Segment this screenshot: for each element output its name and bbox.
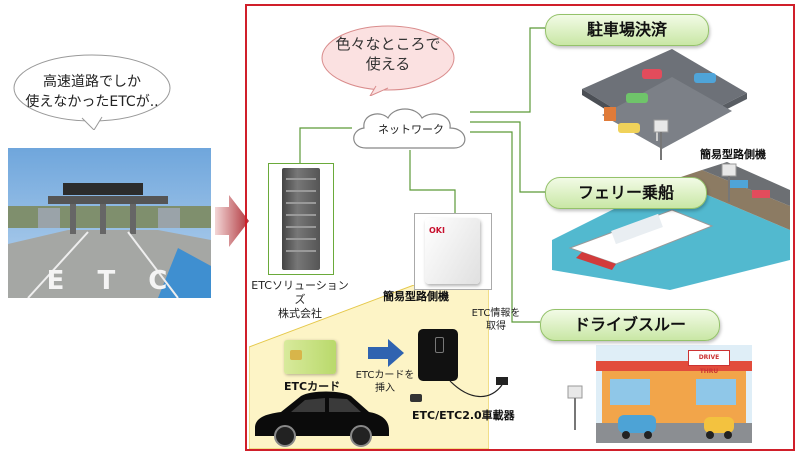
insert-arrow-icon xyxy=(368,339,404,367)
roadside-antenna-icon-parking xyxy=(653,119,669,160)
oki-logo: OKI xyxy=(429,226,445,235)
speech-bubble-text: 高速道路でしか 使えなかったETCが.. xyxy=(12,72,172,112)
etc-info-text: ETC情報を 取得 xyxy=(466,307,526,333)
card-chip-icon xyxy=(290,350,302,360)
server-icon xyxy=(282,168,320,270)
roadside-antenna-icon-drivethru xyxy=(567,385,583,430)
etc-info-line-1: ETC情報を xyxy=(471,308,521,319)
drive-thru-illustration xyxy=(596,345,752,443)
pink-cloud-line-1: 色々なところで xyxy=(335,35,441,53)
car-icon xyxy=(255,391,389,447)
company-line-1: ETCソリューションズ xyxy=(251,279,349,306)
ferry-port-illustration xyxy=(552,162,790,290)
etc-card-icon xyxy=(284,340,336,374)
speech-line-1: 高速道路でしか xyxy=(43,74,141,90)
company-line-2: 株式会社 xyxy=(278,307,322,320)
obu-antenna-icon xyxy=(410,394,422,402)
service-label-drivethru: ドライブスルー xyxy=(540,309,720,341)
network-label: ネットワーク xyxy=(378,123,444,136)
obu-label: ETC/ETC2.0車載器 xyxy=(412,409,515,422)
pink-thought-cloud xyxy=(321,25,455,96)
service-label-ferry: フェリー乗船 xyxy=(545,177,707,209)
pink-cloud-line-2: 使える xyxy=(365,55,411,73)
card-slot-icon xyxy=(435,337,444,353)
roadside-unit-label-right: 簡易型路側機 xyxy=(700,148,766,161)
onboard-unit-icon xyxy=(418,329,458,381)
parking-lot-illustration xyxy=(582,49,747,149)
etc-card-label: ETCカード xyxy=(284,380,341,393)
company-name: ETCソリューションズ 株式会社 xyxy=(250,279,350,321)
insert-line-2: 挿入 xyxy=(375,383,395,394)
roadside-unit-label: 簡易型路側機 xyxy=(383,290,449,303)
etc-usage-frame xyxy=(245,4,795,451)
highway-toll-illustration xyxy=(8,148,211,298)
drive-thru-sign: DRIVE THRU xyxy=(688,350,730,375)
insert-line-1: ETCカードを xyxy=(355,370,415,381)
right-arrow-icon xyxy=(215,195,249,247)
highway-toll-photo: E T C xyxy=(8,148,211,298)
service-label-parking: 駐車場決済 xyxy=(545,14,709,46)
road-etc-marking: E T C xyxy=(46,266,180,296)
etc-info-line-2: 取得 xyxy=(486,321,506,332)
roadside-antenna-icon-ferry xyxy=(721,163,737,202)
speech-bubble: 高速道路でしか 使えなかったETCが.. xyxy=(12,52,172,130)
speech-bubble-shape xyxy=(13,54,171,130)
speech-line-2: 使えなかったETCが.. xyxy=(25,94,159,110)
obu-antenna-cable xyxy=(449,377,508,398)
roadside-unit-icon: OKI xyxy=(425,218,480,284)
pink-cloud-text: 色々なところで 使える xyxy=(318,34,458,74)
network-cloud-icon xyxy=(353,108,466,149)
insert-card-text: ETCカードを 挿入 xyxy=(352,369,418,395)
transition-arrow xyxy=(215,195,249,251)
